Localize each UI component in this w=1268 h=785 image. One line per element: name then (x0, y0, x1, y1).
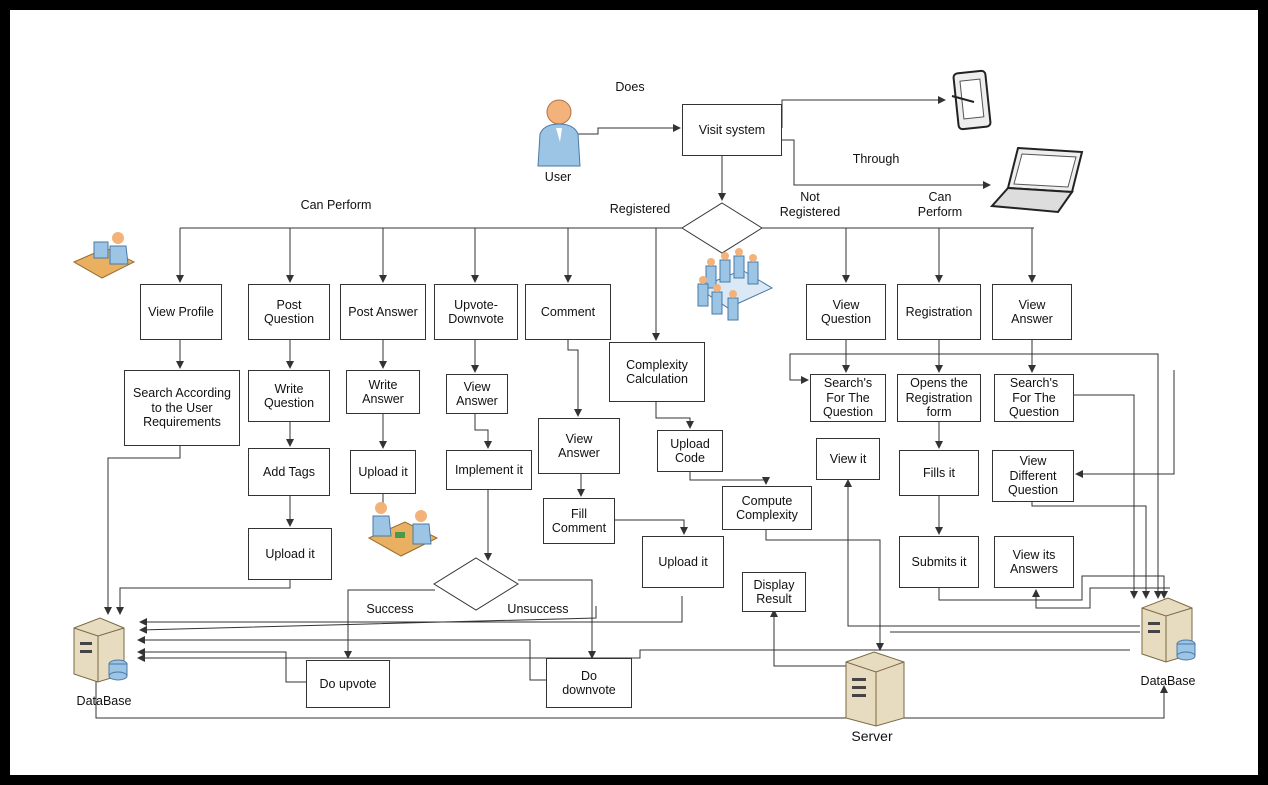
label-success: Success (366, 602, 414, 616)
label-can-perform-right: Can Perform (917, 190, 963, 219)
node-view-answer-center: View Answer (538, 418, 620, 474)
meeting-group-icon (696, 248, 774, 321)
node-display-result: Display Result (742, 572, 806, 612)
database-server-icon (1141, 597, 1196, 663)
node-complexity-calculation: Complexity Calculation (609, 342, 705, 402)
decision-diamond-success (433, 557, 519, 611)
node-searchs-question-1: Search's For The Question (810, 374, 886, 422)
node-add-tags: Add Tags (248, 448, 330, 496)
desk-worker-icon (72, 232, 136, 279)
label-through: Through (852, 152, 900, 166)
tablet-icon (951, 69, 992, 131)
node-searchs-question-2: Search's For The Question (994, 374, 1074, 422)
node-view-it: View it (816, 438, 880, 480)
node-do-downvote: Do downvote (546, 658, 632, 708)
two-people-desk-icon (367, 502, 439, 557)
label-can-perform-left: Can Perform (300, 198, 372, 212)
node-view-answer-left: View Answer (446, 374, 508, 414)
label-registered: Registered (609, 202, 671, 216)
label-does: Does (615, 80, 645, 94)
node-view-profile: View Profile (140, 284, 222, 340)
node-search-user-requirements: Search According to the User Requirement… (124, 370, 240, 446)
node-upvote-downvote: Upvote- Downvote (434, 284, 518, 340)
label-user: User (544, 170, 572, 184)
database-server-icon (73, 617, 128, 683)
node-post-question: Post Question (248, 284, 330, 340)
node-write-answer: Write Answer (346, 370, 420, 414)
node-view-question: View Question (806, 284, 886, 340)
node-opens-registration-form: Opens the Registration form (897, 374, 981, 422)
node-upload-it-question: Upload it (248, 528, 332, 580)
user-icon (537, 99, 581, 167)
server-icon (845, 651, 905, 727)
label-unsuccess: Unsuccess (507, 602, 569, 616)
diagram-canvas: User Does Through Can Perform Registered… (10, 10, 1258, 775)
node-upload-code: Upload Code (657, 430, 723, 472)
connector-lines (95, 96, 1175, 719)
node-fills-it: Fills it (899, 450, 979, 496)
decision-diamond-registered (681, 202, 763, 254)
node-view-different-question: View Different Question (992, 450, 1074, 502)
node-submits-it: Submits it (899, 536, 979, 588)
label-not-registered: Not Registered (779, 190, 841, 219)
label-database-left: DataBase (76, 694, 132, 708)
node-comment: Comment (525, 284, 611, 340)
label-server: Server (851, 728, 893, 744)
node-implement-it: Implement it (446, 450, 532, 490)
node-upload-it-comment: Upload it (642, 536, 724, 588)
node-registration: Registration (897, 284, 981, 340)
node-visit-system: Visit system (682, 104, 782, 156)
node-view-answer-top: View Answer (992, 284, 1072, 340)
laptop-icon (990, 146, 1084, 214)
node-fill-comment: Fill Comment (543, 498, 615, 544)
node-write-question: Write Question (248, 370, 330, 422)
node-do-upvote: Do upvote (306, 660, 390, 708)
node-post-answer: Post Answer (340, 284, 426, 340)
label-database-right: DataBase (1140, 674, 1196, 688)
node-view-its-answers: View its Answers (994, 536, 1074, 588)
node-upload-it-answer: Upload it (350, 450, 416, 494)
node-compute-complexity: Compute Complexity (722, 486, 812, 530)
